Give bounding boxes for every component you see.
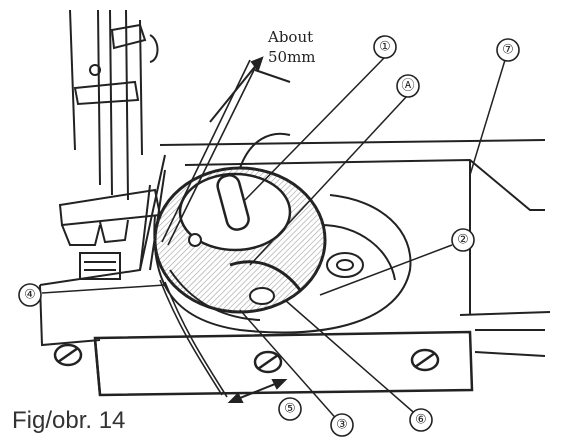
figure-caption: Fig/obr. 14 bbox=[12, 407, 125, 434]
callout-3: ③ bbox=[336, 418, 348, 433]
callout-5: ⑤ bbox=[284, 402, 296, 417]
machine-bed-plate bbox=[39, 139, 551, 357]
callout-7-circle bbox=[496, 38, 520, 62]
callout-labels: ① Ⓐ ⑦ ② ④ ⑤ ③ ⑥ bbox=[24, 40, 514, 433]
callout-6: ⑥ bbox=[415, 413, 427, 428]
screw-left bbox=[53, 343, 83, 367]
callout-2-circle bbox=[451, 228, 475, 252]
callout-a-circle bbox=[396, 74, 420, 98]
screw-mid bbox=[253, 350, 283, 374]
length-arrow bbox=[209, 56, 291, 123]
leader-lines bbox=[41, 57, 506, 424]
callout-1: ① bbox=[379, 40, 391, 55]
callout-1-circle bbox=[373, 35, 397, 59]
callout-4-circle bbox=[18, 283, 42, 307]
callout-2: ② bbox=[457, 233, 469, 248]
screws bbox=[53, 343, 440, 374]
annotation-line-1: About bbox=[267, 28, 313, 46]
callout-a: Ⓐ bbox=[401, 79, 414, 94]
screw-right bbox=[410, 348, 440, 372]
annotation-line-2: 50mm bbox=[268, 48, 316, 66]
tail-arrows bbox=[227, 379, 288, 403]
callout-7: ⑦ bbox=[502, 43, 514, 58]
callouts bbox=[18, 35, 520, 437]
slide-plate bbox=[93, 330, 474, 397]
callout-5-circle bbox=[278, 397, 302, 421]
callout-3-circle bbox=[330, 413, 354, 437]
callout-6-circle bbox=[409, 408, 433, 432]
bobbin-case bbox=[153, 132, 327, 321]
callout-4: ④ bbox=[24, 288, 36, 303]
presser-foot-assembly bbox=[58, 9, 162, 280]
